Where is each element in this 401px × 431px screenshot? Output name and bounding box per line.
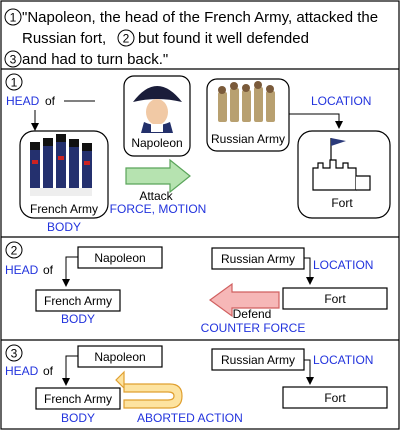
napoleon-label: Napoleon (131, 136, 182, 150)
marker-2-icon: 2 (117, 29, 135, 47)
marker-3-icon: 3 (4, 50, 22, 68)
caption-line-1: "Napoleon, the head of the French Army, … (22, 9, 378, 26)
svg-text:1: 1 (11, 76, 18, 90)
panel-1-head-label: HEAD (6, 94, 40, 108)
panel-2-location-arrow (304, 257, 314, 285)
napoleon-portrait (123, 75, 191, 157)
russian-army-picture (206, 78, 290, 152)
panel-2-body-label: BODY (61, 312, 95, 326)
panel-2-marker-icon: 2 (5, 241, 23, 259)
force-motion-label: FORCE, MOTION (110, 202, 207, 216)
panel-2-of-label: of (43, 263, 54, 277)
svg-text:2: 2 (11, 244, 18, 258)
panel-1-location-label: LOCATION (311, 94, 371, 108)
defend-label: Defend (233, 307, 272, 321)
panel-3-body-label: BODY (61, 411, 95, 425)
caption: 1 "Napoleon, the head of the French Army… (4, 8, 378, 68)
panel-2-russian-army-label: Russian Army (221, 252, 295, 266)
panel-3-marker-icon: 3 (5, 344, 23, 362)
panel-1-head-connector (34, 100, 95, 125)
svg-text:1: 1 (10, 11, 17, 25)
panel-1: 1 HEAD of Napoleon (5, 73, 391, 234)
fort-label: Fort (331, 196, 353, 210)
panel-2-fort-box (282, 287, 388, 310)
panel-1-of-label: of (45, 94, 56, 108)
panel-2-french-army-label: French Army (44, 294, 112, 308)
panel-3-fort-box (282, 386, 388, 409)
panel-2-french-army-box (35, 289, 121, 312)
panel-3-napoleon-label: Napoleon (94, 350, 145, 364)
panel-2-head-arrow (62, 256, 78, 287)
svg-text:3: 3 (11, 347, 18, 361)
fort-picture (297, 130, 391, 219)
attack-label: Attack (139, 189, 173, 203)
panel-2-fort-label: Fort (324, 292, 346, 306)
panel-1-marker-icon: 1 (5, 73, 23, 91)
panel-1-location-arrow (289, 113, 343, 129)
caption-line-3: and had to turn back." (22, 51, 168, 68)
panel-3: 3 HEAD of Napoleon French Army BODY ABOR… (5, 344, 388, 425)
panel-3-head-label: HEAD (5, 364, 39, 378)
counter-force-label: COUNTER FORCE (201, 321, 306, 335)
panel-2-head-label: HEAD (5, 263, 39, 277)
svg-text:3: 3 (10, 53, 17, 67)
panel-3-fort-label: Fort (324, 391, 346, 405)
russian-army-label: Russian Army (211, 132, 285, 146)
attack-arrow-icon (125, 158, 191, 194)
panel-3-head-arrow (62, 355, 78, 386)
panel-2-napoleon-label: Napoleon (94, 251, 145, 265)
caption-line-2a: Russian fort, (22, 30, 106, 47)
panel-3-location-arrow (304, 359, 314, 385)
french-army-label: French Army (30, 202, 98, 216)
svg-text:2: 2 (123, 32, 130, 46)
panel-3-french-army-box (35, 387, 121, 410)
french-army-picture (19, 130, 109, 219)
panel-2-location-label: LOCATION (313, 258, 373, 272)
panel-3-of-label: of (43, 364, 54, 378)
aborted-arrow-icon (115, 370, 183, 409)
panel-3-russian-army-label: Russian Army (221, 353, 295, 367)
aborted-action-label: ABORTED ACTION (137, 411, 243, 425)
panel-3-location-label: LOCATION (313, 353, 373, 367)
panel-3-french-army-label: French Army (44, 392, 112, 406)
panel-1-body-label: BODY (47, 220, 81, 234)
caption-line-2b: but found it well defended (138, 30, 309, 47)
defend-arrow-icon (208, 282, 280, 318)
panel-2: 2 HEAD of Napoleon French Army BODY Russ… (5, 241, 388, 335)
marker-1-icon: 1 (4, 8, 22, 26)
